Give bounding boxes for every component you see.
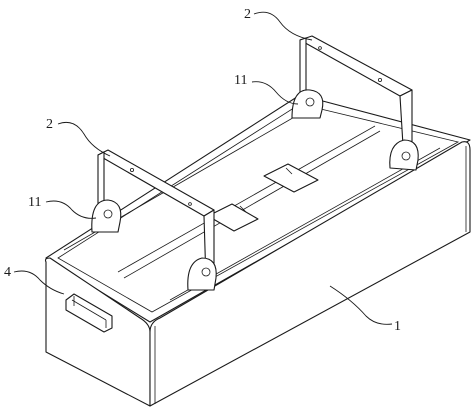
knob-front-right [188,258,216,290]
slider-stem-right [286,168,292,174]
bracket-rear [292,36,418,170]
leader-box [330,286,392,324]
bracket-front-hole [130,168,133,171]
leader-top-knob [252,82,298,104]
label-top-bracket: 2 [244,7,251,22]
knob-rear-right-bolt [402,152,410,160]
box-top-rim [58,104,458,312]
bracket-front-hole-2 [189,203,192,206]
center-slot-lower [124,131,380,278]
label-handle: 4 [4,265,11,280]
leader-left-bracket [58,122,110,156]
label-top-knob: 11 [234,73,247,88]
slider-plate-left [208,204,258,231]
knob-front-left [92,200,121,232]
leader-handle [14,271,64,294]
label-box: 1 [394,319,401,334]
box-top-face [46,95,470,322]
label-left-bracket: 2 [46,117,53,132]
bracket-rear-hole-2 [319,47,322,50]
center-slot-upper [118,126,375,272]
box-side-face [150,142,470,406]
knob-front-left-bolt [104,210,112,218]
slider-stem-left [240,206,246,212]
leader-lines [14,12,392,324]
knob-rear-left-bolt [306,98,314,106]
handle-grip [72,296,106,328]
label-left-knob: 11 [28,195,41,210]
box-body [46,95,471,406]
leader-top-bracket [254,12,312,40]
knob-front-right-bolt [202,268,210,276]
leader-left-knob [46,201,96,218]
knob-rear-left [292,90,323,118]
knob-rear-right [390,140,418,170]
bracket-front [92,150,216,290]
bracket-rear-hole [378,78,381,81]
labels: 2 11 2 11 4 1 [4,7,401,334]
side-handle [66,294,112,332]
bracket-rear-top-bar [300,36,412,96]
slider-plate-right [264,164,318,192]
